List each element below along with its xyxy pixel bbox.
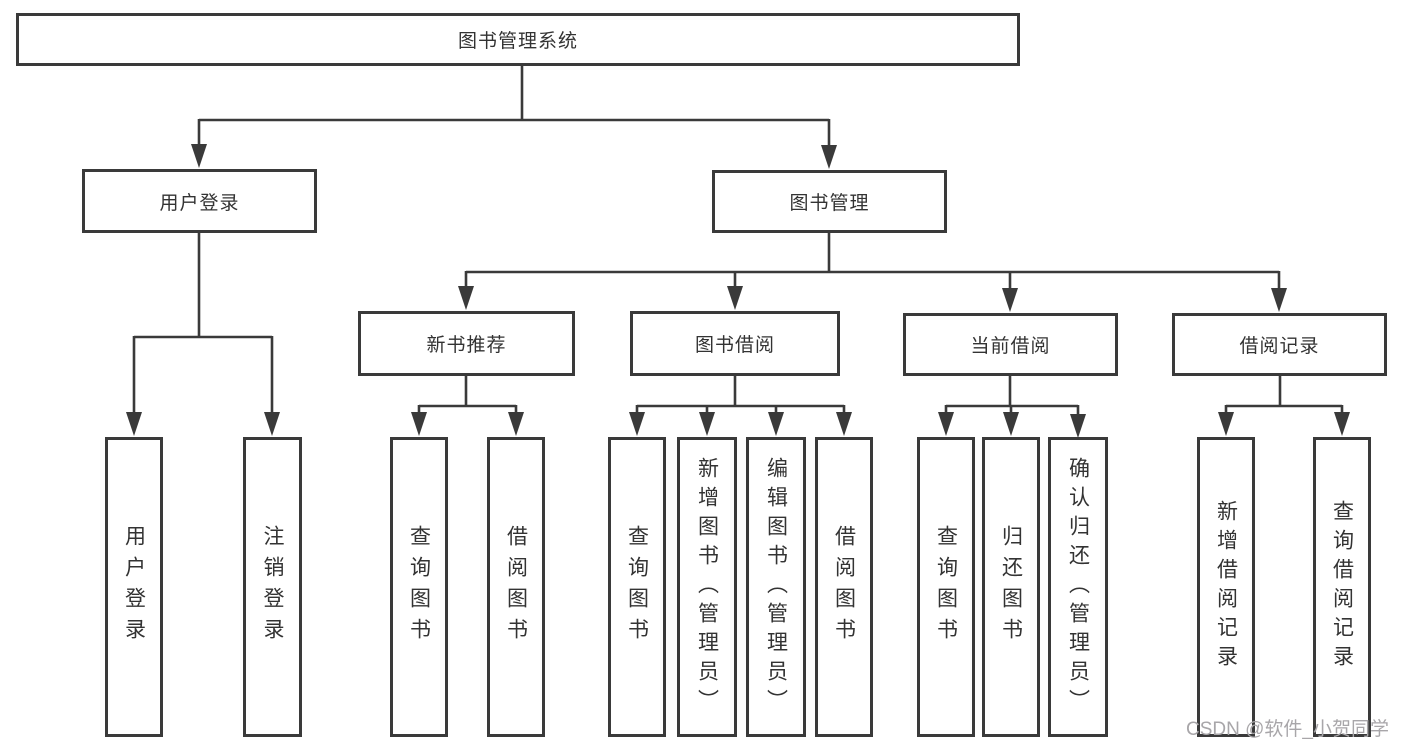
node-book-mgmt: 图书管理 — [712, 170, 947, 233]
node-user-login: 用户登录 — [82, 169, 317, 233]
leaf-nbr-query-books: 查询图书 — [390, 437, 448, 737]
arrowheads — [126, 144, 1350, 438]
leaf-nbr-borrow-books-label: 借阅图书 — [504, 525, 528, 649]
leaf-bb-query-books: 查询图书 — [608, 437, 666, 737]
leaf-br-add-record-label: 新增借阅记录 — [1214, 500, 1238, 674]
leaf-cb-query-books-label: 查询图书 — [934, 525, 958, 649]
node-borrow-records-label: 借阅记录 — [1239, 336, 1320, 357]
leaf-logout-label: 注销登录 — [261, 525, 284, 649]
leaf-cb-query-books: 查询图书 — [917, 437, 975, 737]
leaf-bb-add-books-admin-label: 新增图书（管理员） — [695, 456, 719, 718]
leaf-nbr-query-books-label: 查询图书 — [407, 525, 431, 649]
node-current-borrow-label: 当前借阅 — [970, 336, 1051, 357]
node-root-label: 图书管理系统 — [457, 31, 578, 52]
leaf-bb-query-books-label: 查询图书 — [625, 525, 649, 649]
node-borrow-records: 借阅记录 — [1172, 313, 1387, 376]
leaf-br-query-record: 查询借阅记录 — [1313, 437, 1371, 737]
leaf-cb-confirm-return-admin-label: 确认归还（管理员） — [1066, 456, 1090, 718]
node-user-login-label: 用户登录 — [159, 192, 240, 214]
leaf-cb-return-books: 归还图书 — [982, 437, 1040, 737]
leaf-bb-borrow-books: 借阅图书 — [815, 437, 873, 737]
node-new-book-rec-label: 新书推荐 — [426, 335, 507, 356]
node-book-borrow: 图书借阅 — [630, 311, 840, 376]
leaf-bb-edit-books-admin-label: 编辑图书（管理员） — [764, 456, 788, 718]
leaf-br-query-record-label: 查询借阅记录 — [1330, 500, 1354, 674]
leaf-bb-borrow-books-label: 借阅图书 — [832, 525, 856, 649]
leaf-br-add-record: 新增借阅记录 — [1197, 437, 1255, 737]
node-book-borrow-label: 图书借阅 — [694, 335, 775, 356]
leaf-cb-confirm-return-admin: 确认归还（管理员） — [1048, 437, 1108, 737]
leaf-nbr-borrow-books: 借阅图书 — [487, 437, 545, 737]
node-root: 图书管理系统 — [16, 13, 1020, 66]
leaf-user-login: 用户登录 — [105, 437, 163, 737]
leaf-logout: 注销登录 — [243, 437, 302, 737]
leaf-bb-add-books-admin: 新增图书（管理员） — [677, 437, 737, 737]
node-current-borrow: 当前借阅 — [903, 313, 1118, 376]
leaf-bb-edit-books-admin: 编辑图书（管理员） — [746, 437, 806, 737]
leaf-user-login-label: 用户登录 — [122, 525, 146, 649]
watermark: CSDN @软件_小贺同学 — [1186, 719, 1389, 740]
node-new-book-rec: 新书推荐 — [358, 311, 575, 376]
leaf-cb-return-books-label: 归还图书 — [999, 525, 1023, 649]
node-book-mgmt-label: 图书管理 — [789, 193, 870, 214]
